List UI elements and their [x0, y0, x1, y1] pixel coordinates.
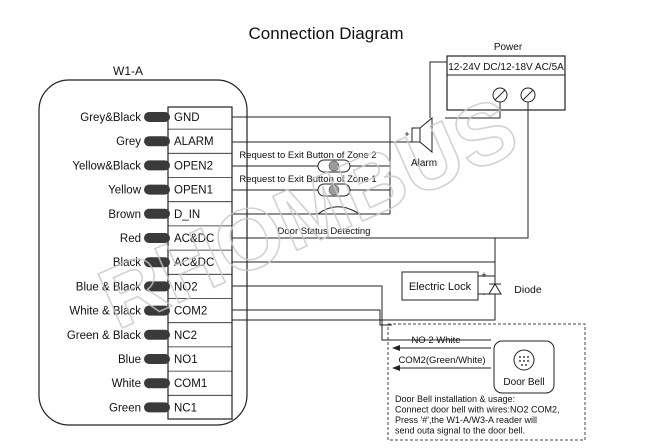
wire-color-label: Yellow&Black	[72, 160, 141, 172]
wire-connector-icon	[144, 184, 170, 195]
doorbell-com2-label: COM2(Green/White)	[398, 355, 485, 366]
wire-connector-icon	[144, 257, 170, 268]
terminal-row: Grey ALARM	[116, 128, 232, 148]
doorbell-note-line: Connect door bell with wires:NO2 COM2,	[395, 405, 560, 415]
terminal-row: White COM1	[112, 370, 232, 390]
terminal-pin-label: ALARM	[174, 136, 214, 148]
com2-arrow	[392, 365, 400, 371]
terminal-row: Grey&Black GND	[80, 112, 200, 124]
exit-zone1-label: Request to Exit Button of Zone 1	[239, 174, 376, 185]
terminal-row: Red AC&DC	[120, 225, 232, 245]
door-status-label: Door Status Detecting	[278, 226, 371, 237]
alarm-icon	[405, 116, 433, 154]
terminal-pin-label: GND	[174, 112, 200, 124]
lock-minus-sign: -	[483, 289, 486, 299]
doorbell-note-line: Door Bell installation & usage:	[395, 394, 515, 404]
wire-color-label: Green	[109, 402, 141, 414]
doorbell-note-line: Press '#',the W1-A/W3-A reader will	[395, 415, 537, 425]
wire-color-label: Brown	[108, 209, 141, 221]
diode-label: Diode	[514, 284, 542, 296]
wire-connector-icon	[144, 208, 170, 219]
power-supply	[446, 55, 566, 111]
wire-color-label: Red	[120, 233, 141, 245]
terminal-pin-label: AC&DC	[174, 233, 214, 245]
diode-icon	[488, 283, 502, 295]
terminal-pin-label: NC1	[174, 402, 197, 414]
power-terminal-minus	[520, 87, 536, 103]
no2-arrow	[392, 345, 400, 351]
terminal-row: Brown D_IN	[108, 201, 232, 221]
wire-color-label: Black	[113, 257, 141, 269]
terminal-row: Yellow OPEN1	[108, 177, 232, 197]
electric-lock-label: Electric Lock	[409, 281, 472, 293]
device-outline	[38, 79, 248, 426]
exit-zone2-label: Request to Exit Button of Zone 2	[239, 150, 376, 161]
wire-connector-icon	[144, 378, 170, 389]
wire-connector-icon	[144, 112, 170, 122]
terminal-pin-label: COM1	[174, 378, 207, 390]
lock-plus-sign: +	[481, 270, 486, 280]
doorbell-panel	[387, 323, 586, 441]
terminal-block	[167, 106, 233, 420]
terminal-pin-label: OPEN1	[174, 185, 213, 197]
terminal-row: White & Black COM2	[69, 298, 232, 318]
terminal-pin-label: COM2	[174, 306, 207, 318]
wire-connector-icon	[144, 281, 170, 292]
power-title: Power	[494, 42, 523, 53]
wire-color-label: Blue	[118, 354, 141, 366]
terminal-row: Green NC1	[109, 394, 232, 414]
door-sensor-icon	[316, 206, 361, 215]
wire-color-label: Yellow	[108, 185, 142, 197]
doorbell-note-line: send outa signal to the door bell.	[395, 426, 525, 436]
terminal-pin-label: D_IN	[174, 209, 200, 221]
wire-connector-icon	[144, 160, 170, 171]
wire-connector-icon	[144, 305, 170, 316]
wire-connector-icon	[144, 354, 170, 364]
wiring	[232, 61, 529, 341]
terminal-row: Black AC&DC	[113, 249, 232, 269]
wire-connector-icon	[144, 329, 170, 340]
device-name: W1-A	[113, 64, 143, 78]
wire-connector-icon	[144, 402, 170, 413]
terminal-pin-label: OPEN2	[174, 160, 213, 172]
alarm-label: Alarm	[411, 158, 437, 169]
wire-color-label: Grey	[116, 136, 141, 148]
wire-connector-icon	[144, 136, 170, 147]
terminal-pin-label: NC2	[174, 330, 197, 342]
wire-color-label: White & Black	[69, 306, 141, 318]
terminal-pin-label: NO2	[174, 281, 198, 293]
wire-connector-icon	[144, 233, 170, 243]
terminal-row: Yellow&Black OPEN2	[72, 152, 232, 172]
exit-button-zone1	[317, 183, 351, 197]
terminal-pin-label: NO1	[174, 354, 198, 366]
power-spec: 12-24V DC/12-18V AC/5A	[448, 62, 564, 73]
terminal-row: Blue & Black NO2	[76, 273, 232, 293]
wire-color-label: Green & Black	[67, 330, 141, 342]
doorbell-note: Door Bell installation & usage:Connect d…	[395, 394, 560, 436]
wire-color-label: White	[112, 378, 141, 390]
doorbell-name: Door Bell	[503, 377, 544, 388]
wire-color-label: Grey&Black	[80, 112, 141, 124]
doorbell-icon	[493, 340, 555, 394]
wire-color-label: Blue & Black	[76, 281, 141, 293]
terminal-row: Blue NO1	[118, 346, 232, 366]
terminal-row: Green & Black NC2	[67, 322, 232, 342]
exit-button-zone2	[317, 159, 351, 173]
terminal-pin-label: AC&DC	[174, 257, 214, 269]
doorbell-no2-label: NO 2 White	[411, 335, 460, 346]
diagram-title: Connection Diagram	[249, 24, 404, 43]
electric-lock-box	[401, 271, 479, 301]
